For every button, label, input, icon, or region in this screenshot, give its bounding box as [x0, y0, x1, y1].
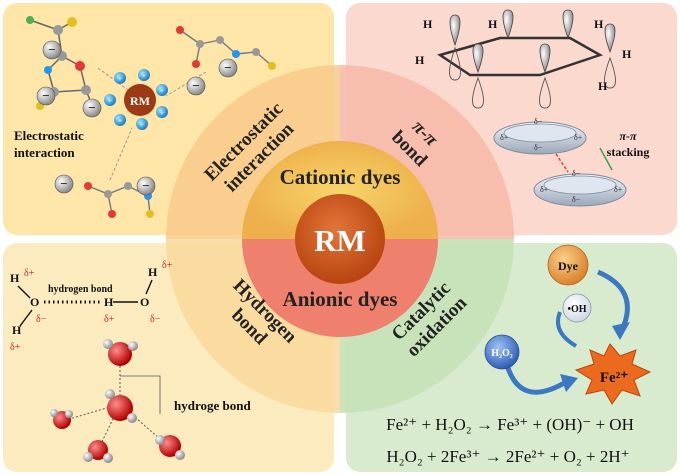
ring-cationic [242, 141, 438, 239]
plus-sign: + [118, 117, 122, 125]
delta-plus: δ+ [10, 342, 21, 353]
dye-ball [547, 244, 589, 286]
h-atom: H [423, 17, 433, 31]
delta-plus: δ+ [574, 133, 583, 142]
pi-stacking-label-1: π-π [619, 129, 637, 143]
fe-label: Fe²⁺ [600, 370, 628, 386]
fe-star [574, 343, 652, 405]
delta-plus: δ+ [162, 260, 173, 271]
delta-minus: δ− [150, 314, 161, 325]
cationic-dyes-label: Cationic dyes [280, 165, 401, 189]
delta-plus: δ+ [24, 268, 35, 279]
h-atom: H [622, 47, 632, 61]
anionic-dyes-label: Anionic dyes [283, 287, 398, 311]
plus-sign: + [118, 75, 122, 83]
plus-sign: + [142, 72, 146, 80]
h2o2-label: H₂O₂ [491, 348, 513, 359]
rm-positive-cluster [104, 69, 168, 130]
h-atom: H [415, 53, 425, 67]
oh-label: •OH [567, 304, 586, 315]
water-cluster [50, 339, 185, 463]
ring-anionic [242, 239, 438, 337]
delta-plus: δ+ [540, 185, 549, 194]
minus-sign: − [142, 178, 149, 193]
delta-minus: δ− [572, 195, 581, 204]
stacked-rings [493, 121, 627, 207]
h-atom: H [594, 17, 604, 31]
hydroge-bond-label: hydroge bond [174, 398, 251, 413]
pi-stacking-label-2: stacking [607, 145, 650, 159]
h2o2-ball [484, 334, 520, 370]
delta-plus: δ+ [104, 314, 115, 325]
negative-ions [36, 40, 238, 196]
o-atom: O [140, 295, 149, 309]
h-atom: H [12, 323, 22, 337]
benzene-pi-orbitals [437, 9, 616, 109]
o-atom: O [30, 295, 39, 309]
equation-2: H₂O₂ + 2Fe³⁺ → 2Fe²⁺ + O₂ + 2H⁺ [386, 447, 629, 466]
plus-sign: + [160, 109, 164, 117]
minus-sign: − [48, 42, 55, 57]
rm-badge: RM [130, 94, 150, 108]
minus-sign: − [192, 78, 199, 93]
oh-radical [562, 293, 592, 323]
plus-sign: + [160, 87, 164, 95]
delta-minus: δ− [36, 314, 47, 325]
rm-core [295, 194, 385, 284]
electrostatic-side-label-2: interaction [14, 145, 75, 160]
dye-label: Dye [558, 259, 579, 273]
plus-sign: + [140, 121, 144, 129]
hydrogen-bond-label: hydrogen bond [48, 284, 113, 295]
minus-sign: − [88, 100, 95, 115]
minus-sign: − [224, 60, 231, 75]
h-atom: H [598, 79, 608, 93]
plus-sign: + [108, 97, 112, 105]
h-atom: H [148, 265, 158, 279]
h-atom: H [488, 17, 498, 31]
minus-sign: − [42, 88, 49, 103]
equation-1: Fe²⁺ + H₂O₂ → Fe³⁺ + (OH)⁻ + OH [386, 415, 634, 434]
rm-core-label: RM [314, 223, 366, 258]
delta-plus: δ+ [614, 185, 623, 194]
h-atom: H [104, 295, 114, 309]
minus-sign: − [60, 176, 67, 191]
delta-plus: δ+ [500, 133, 509, 142]
delta-minus: δ− [534, 143, 543, 152]
electrostatic-side-label-1: Electrostatic [14, 128, 84, 143]
delta-minus: δ− [534, 117, 543, 126]
delta-minus: δ− [572, 169, 581, 178]
h-atom: H [10, 271, 20, 285]
